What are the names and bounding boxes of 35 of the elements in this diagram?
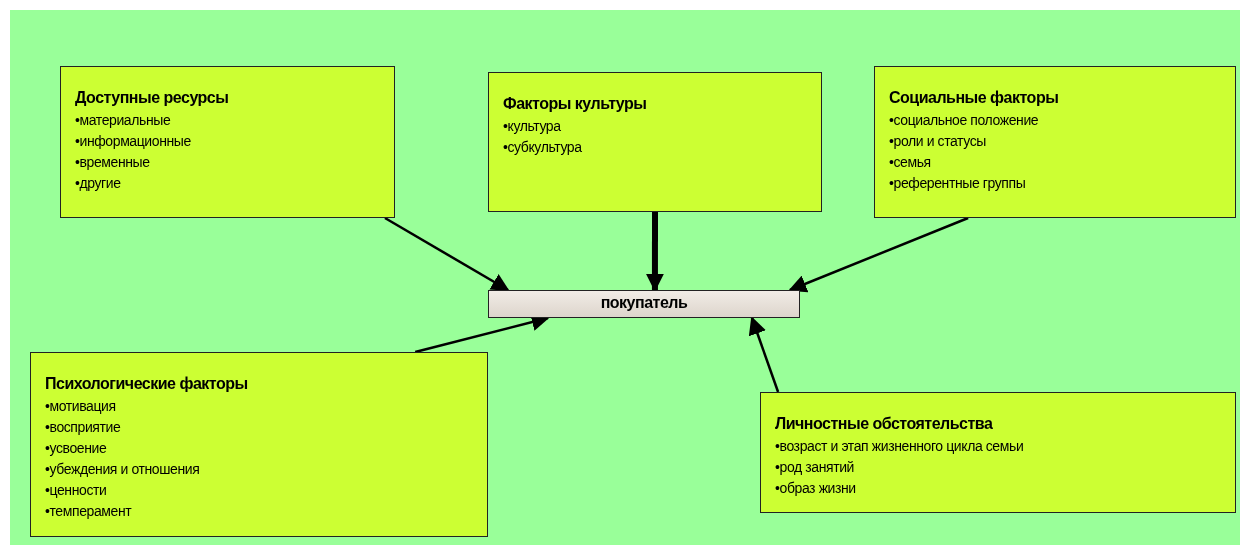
factor-box (60, 66, 395, 218)
arrow (748, 316, 780, 393)
bullet-item: •референтные группы (889, 174, 1026, 193)
bullet-item: •возраст и этап жизненного цикла семьи (775, 437, 1024, 456)
bullet-item: •информационные (75, 132, 191, 151)
bullet-item: •восприятие (45, 418, 121, 437)
bullet-item: •культура (503, 117, 561, 136)
bullet-item: •другие (75, 174, 121, 193)
bullet-item: •субкультура (503, 138, 582, 157)
arrow (645, 212, 664, 292)
bullet-item: •социальное положение (889, 111, 1039, 130)
bullet-item: •временные (75, 153, 150, 172)
box-heading: Доступные ресурсы (75, 89, 229, 107)
bullet-item: •темперамент (45, 502, 132, 521)
arrow (788, 216, 969, 293)
bullet-item: •род занятий (775, 458, 854, 477)
bullet-item: •семья (889, 153, 931, 172)
factor-box (760, 392, 1236, 513)
factor-box (488, 72, 822, 212)
factor-box (874, 66, 1236, 218)
bullet-item: •образ жизни (775, 479, 856, 498)
bullet-item: •материальные (75, 111, 171, 130)
factor-box (30, 352, 488, 537)
box-heading: Психологические факторы (45, 375, 248, 393)
box-heading: Личностные обстоятельства (775, 415, 993, 433)
bullet-item: •ценности (45, 481, 107, 500)
box-heading: Социальные факторы (889, 89, 1059, 107)
box-heading: Факторы культуры (503, 95, 647, 113)
buyer-bar (488, 290, 800, 318)
bullet-item: •убеждения и отношения (45, 460, 200, 479)
arrow (384, 216, 510, 292)
bullet-item: •мотивация (45, 397, 116, 416)
box-heading: покупатель (600, 293, 688, 312)
bullet-item: •роли и статусы (889, 132, 986, 151)
bullet-item: •усвоение (45, 439, 107, 458)
